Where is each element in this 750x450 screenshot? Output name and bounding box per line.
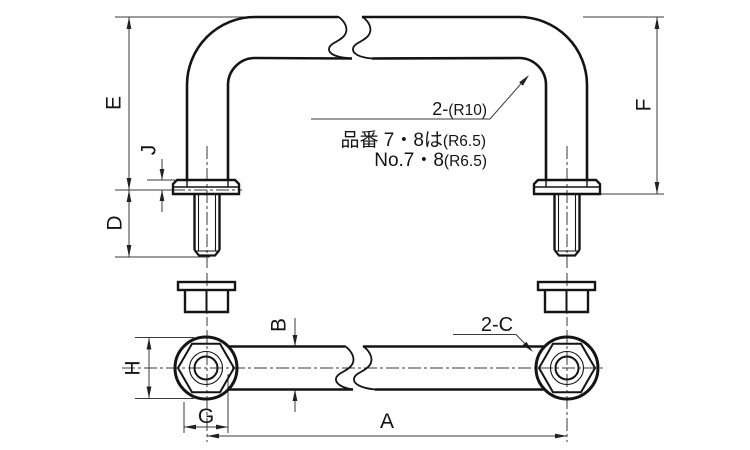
chamfer-note: 2-C xyxy=(481,314,513,336)
right-thread-circle xyxy=(549,350,585,386)
bend-radius-prefix: 2- xyxy=(432,99,448,119)
handle-break-symbol xyxy=(328,15,373,60)
arrow-b-top xyxy=(292,335,298,347)
break-curve-right xyxy=(352,15,373,60)
left-flange-outline xyxy=(171,178,241,196)
handle-inner-right xyxy=(371,56,548,180)
arrow-d-top xyxy=(126,190,132,202)
left-thread-circle xyxy=(188,350,224,386)
dim-label-f: F xyxy=(632,99,655,112)
arrow-f-top xyxy=(654,17,660,29)
arrow-d-bottom xyxy=(126,245,132,257)
dim-label-h: H xyxy=(121,360,144,375)
variant-jp-paren: (R6.5) xyxy=(443,133,486,150)
bottom-view xyxy=(173,335,600,401)
left-nut xyxy=(176,280,237,314)
extension-lines xyxy=(115,16,664,433)
arrow-h-bottom xyxy=(146,386,152,399)
bar-break-curve-right xyxy=(353,345,376,391)
arrow-leader-bend-radius xyxy=(519,75,529,86)
dim-label-d: D xyxy=(103,215,126,230)
arrow-e-top xyxy=(126,17,132,29)
annotation-labels: 2-(R10) 品番 7・8は(R6.5) No.7・8(R6.5) 2-C xyxy=(341,99,514,336)
dimension-labels: E J D F H B G A xyxy=(102,96,655,433)
bend-radius-note: 2-(R10) xyxy=(432,99,487,119)
variant-jp-main: 品番 7・8は xyxy=(341,129,443,151)
left-stud-end-circle xyxy=(193,355,219,381)
arrow-g-left xyxy=(184,424,196,430)
right-stud-tip xyxy=(553,249,581,257)
handle-outer-left xyxy=(185,15,338,180)
dim-label-e: E xyxy=(102,96,125,110)
handle-inner-left xyxy=(226,56,353,180)
variant-note-no: No.7・8(R6.5) xyxy=(374,150,487,171)
right-stud-end-circle xyxy=(554,355,580,381)
center-lines xyxy=(122,146,605,442)
left-stud-tip xyxy=(193,249,221,257)
handle-outer-right xyxy=(362,15,589,180)
bend-radius-paren: (R10) xyxy=(448,102,487,119)
dim-label-a: A xyxy=(380,410,394,433)
dim-label-g: G xyxy=(198,405,214,428)
right-hexagon xyxy=(537,342,597,394)
arrow-g-right xyxy=(216,424,228,430)
arrow-e-bottom xyxy=(126,178,132,190)
bar-break-curve-left xyxy=(335,345,355,391)
arrow-a-left xyxy=(207,433,219,439)
arrow-h-top xyxy=(146,337,152,350)
right-flange-circle xyxy=(534,335,600,401)
right-flange-outline xyxy=(532,178,602,196)
break-curve-left xyxy=(328,15,353,60)
arrow-j-bottom xyxy=(159,190,165,201)
variant-no-main: No.7・8 xyxy=(374,150,444,171)
left-flange xyxy=(171,178,241,196)
arrow-b-bottom xyxy=(292,389,298,401)
flange-nuts xyxy=(176,280,597,314)
left-end-view xyxy=(173,335,239,401)
bar-break-symbol xyxy=(335,345,376,391)
right-flange xyxy=(532,178,602,196)
dim-label-b: B xyxy=(267,318,290,332)
left-stud xyxy=(193,194,221,257)
left-hexagon xyxy=(176,342,236,394)
left-flange-circle xyxy=(173,335,239,401)
arrow-f-bottom xyxy=(654,182,660,194)
arrow-j-top xyxy=(159,169,165,180)
right-end-view xyxy=(534,335,600,401)
arrow-a-right xyxy=(555,433,567,439)
variant-note-jp: 品番 7・8は(R6.5) xyxy=(341,129,487,151)
leader-bend-radius xyxy=(311,77,527,120)
handle-outline xyxy=(185,15,589,180)
front-view xyxy=(171,15,602,257)
variant-no-paren: (R6.5) xyxy=(444,153,487,170)
dim-label-j: J xyxy=(137,145,160,156)
right-nut xyxy=(536,280,597,314)
right-stud xyxy=(553,194,581,257)
bar-outline xyxy=(228,345,544,391)
